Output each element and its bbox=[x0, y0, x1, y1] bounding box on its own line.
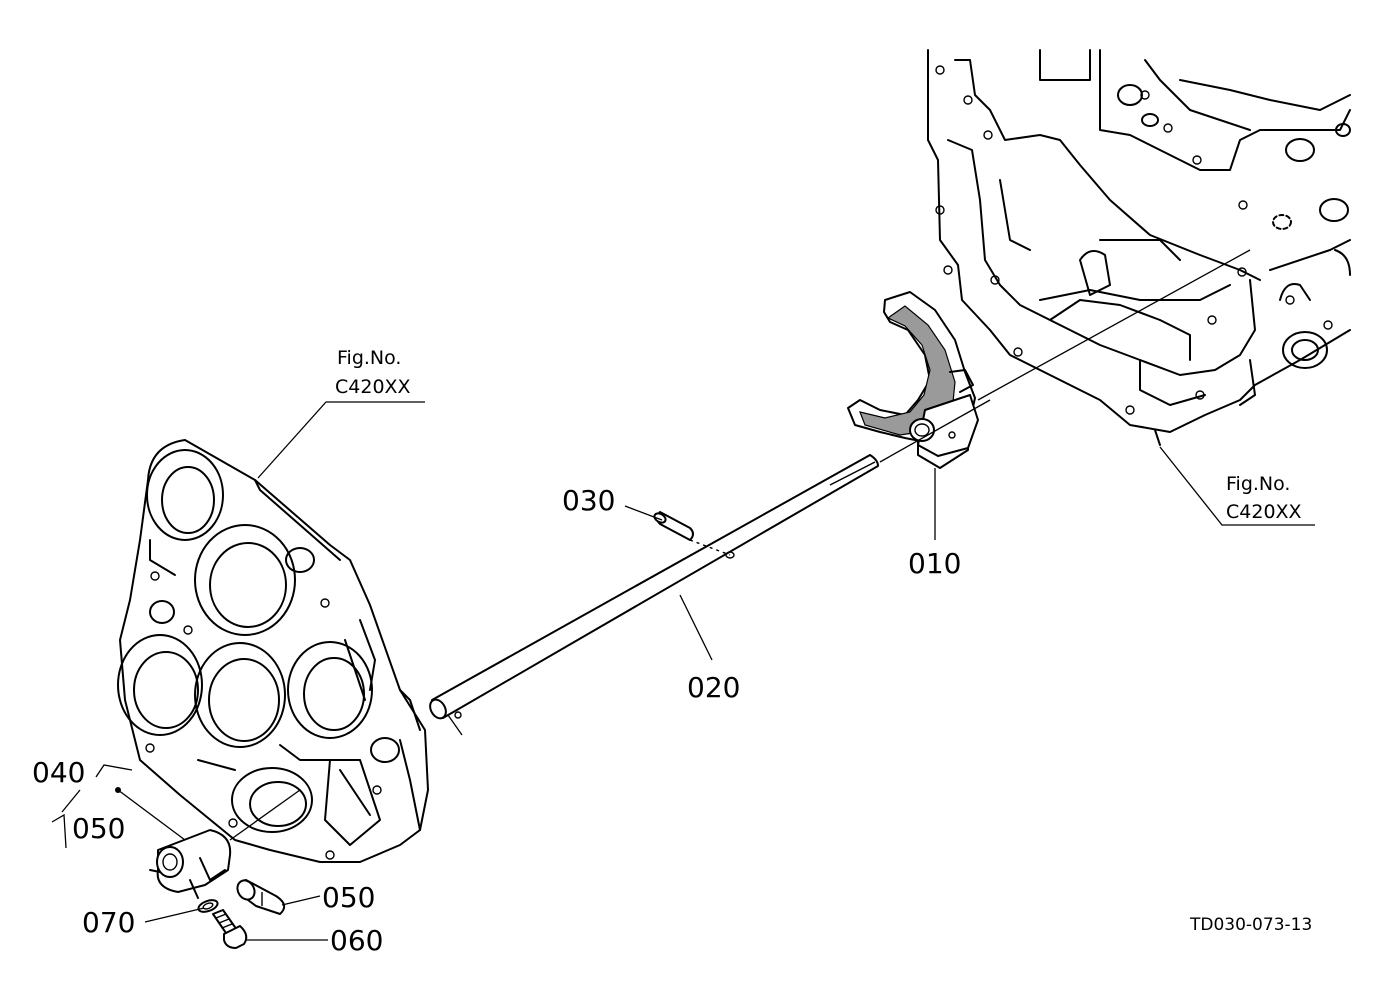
detent-assembly bbox=[149, 789, 301, 949]
fig-ref-right-line2: C420XX bbox=[1226, 501, 1302, 523]
fig-ref-left-line2: C420XX bbox=[335, 376, 411, 398]
part-label-010: 010 bbox=[908, 547, 961, 580]
shift-fork-010 bbox=[847, 291, 979, 469]
part-label-050: 050 bbox=[322, 881, 375, 914]
fig-ref-left: Fig.No. C420XX bbox=[335, 347, 411, 398]
fig-ref-right: Fig.No. C420XX bbox=[1226, 473, 1302, 523]
part-label-040: 040 bbox=[32, 756, 85, 789]
drawing-code: TD030-073-13 bbox=[1189, 915, 1312, 935]
spring-pin-030 bbox=[653, 511, 731, 556]
transmission-case bbox=[927, 49, 1351, 446]
part-label-050-group: 050 bbox=[72, 812, 125, 845]
part-label-070: 070 bbox=[82, 906, 135, 939]
part-label-030: 030 bbox=[562, 484, 615, 517]
fig-ref-right-line1: Fig.No. bbox=[1226, 473, 1290, 495]
part-label-060: 060 bbox=[330, 924, 383, 957]
part-label-020: 020 bbox=[687, 671, 740, 704]
fig-ref-left-line1: Fig.No. bbox=[337, 347, 401, 369]
gear-case-cover bbox=[117, 439, 429, 863]
shift-shaft-020 bbox=[429, 249, 1251, 736]
leader-lines bbox=[51, 401, 1315, 941]
